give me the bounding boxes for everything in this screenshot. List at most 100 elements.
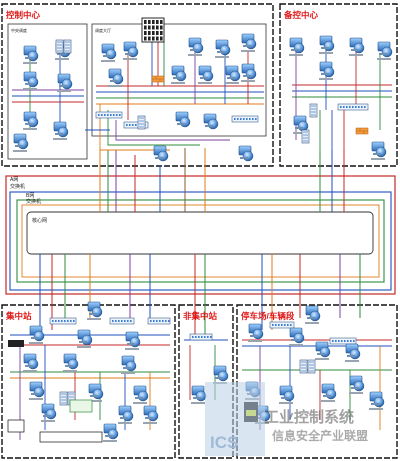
device-caption: [63, 370, 77, 372]
device-caption: [345, 360, 359, 362]
server-icon: [137, 115, 146, 130]
workstation-icon: [215, 39, 231, 56]
device-caption: [53, 138, 67, 140]
device-caption: [377, 58, 391, 60]
device-caption: [371, 158, 385, 160]
device-caption: [103, 440, 117, 442]
zone-backup-center: [279, 3, 398, 167]
workstation-icon: [63, 353, 79, 370]
cabinet-icon: [7, 419, 25, 433]
device-caption: [143, 422, 157, 424]
workstation-icon: [57, 73, 73, 90]
workstation-icon: [305, 305, 321, 322]
server-rack-icon: [141, 17, 165, 43]
server-icon: [307, 359, 316, 374]
sub-zone-label-central-dispatch: 中央调度: [11, 27, 27, 33]
workstation-icon: [108, 68, 124, 85]
b-net-label: B网: [26, 193, 34, 199]
device-caption: [188, 54, 202, 56]
server-icon: [55, 39, 64, 54]
device-caption: [55, 58, 69, 60]
workstation-icon: [225, 65, 241, 82]
a-net-sub-label: 交换机: [10, 183, 25, 190]
workstation-icon: [213, 365, 229, 382]
plc-icon: [8, 340, 24, 347]
device-caption: [23, 88, 37, 90]
server-icon: [59, 391, 68, 406]
workstation-icon: [203, 113, 219, 130]
device-caption: [23, 62, 37, 64]
device-caption: [87, 318, 101, 320]
zone-title-non-central-station: 非集中站: [183, 311, 218, 321]
switch-icon: [269, 321, 295, 329]
device-caption: [118, 422, 132, 424]
workstation-icon: [87, 301, 103, 318]
workstation-icon: [23, 353, 39, 370]
device-caption: [121, 372, 135, 374]
device-caption: [319, 52, 333, 54]
switch-icon: [189, 333, 213, 341]
switch-icon: [95, 111, 123, 119]
device-caption: [29, 398, 43, 400]
workstation-icon: [103, 423, 119, 440]
workstation-icon: [293, 115, 309, 132]
device-caption: [29, 342, 43, 344]
server-icon: [309, 103, 318, 118]
workstation-icon: [133, 385, 149, 402]
device-caption: [125, 348, 139, 350]
workstation-icon: [279, 385, 295, 402]
zone-title-depot: 停车场/车辆段: [241, 311, 295, 321]
workstation-icon: [198, 65, 214, 82]
watermark-line-1: 工业控制系统: [264, 408, 354, 426]
device-caption: [349, 54, 363, 56]
backbone-ring-orange: [21, 204, 380, 278]
io-rack-icon: [39, 431, 103, 443]
device-caption: [241, 80, 255, 82]
device-caption: [191, 402, 205, 404]
workstation-icon: [345, 343, 361, 360]
control-center-wiring: [12, 40, 264, 151]
device-caption: [289, 344, 303, 346]
device-caption: [133, 402, 147, 404]
workstation-icon: [371, 141, 387, 158]
workstation-icon: [123, 41, 139, 58]
switch-icon: [329, 337, 357, 345]
device-caption: [321, 400, 335, 402]
watermark: ICS 工业控制系统 信息安全产业联盟: [205, 382, 368, 456]
station-wiring: [10, 334, 392, 440]
zone-central-station: [1, 304, 176, 459]
workstation-icon: [377, 41, 393, 58]
workstation-icon: [171, 65, 187, 82]
trunk-lines-top: [99, 148, 345, 212]
server-icon: [299, 359, 308, 374]
device-caption: [319, 78, 333, 80]
backbone-ring-blue: [9, 191, 392, 291]
device-caption: [241, 50, 255, 52]
zone-control-center: [1, 3, 274, 167]
device-caption: [13, 150, 27, 152]
switch-icon: [231, 115, 259, 123]
device-caption: [215, 56, 229, 58]
workstation-icon: [23, 45, 39, 62]
workstation-icon: [41, 403, 57, 420]
device-caption: [289, 54, 303, 56]
device-caption: [108, 85, 122, 87]
device-caption: [369, 408, 383, 410]
workstation-icon: [125, 331, 141, 348]
workstation-icon: [118, 405, 134, 422]
workstation-icon: [241, 33, 257, 50]
switch-icon: [109, 317, 135, 325]
workstation-icon: [175, 111, 191, 128]
controller-icon: [69, 399, 93, 413]
switch-icon: [147, 317, 171, 325]
device-caption: [248, 340, 262, 342]
workstation-icon: [13, 133, 29, 150]
watermark-line-2: 信息安全产业联盟: [272, 428, 368, 443]
core-network-box: [26, 211, 374, 255]
device-caption: [198, 82, 212, 84]
device-caption: [23, 128, 37, 130]
firewall-icon: [355, 127, 369, 135]
workstation-icon: [315, 341, 331, 358]
sub-zone-label-dispatch-hall: 调度大厅: [95, 27, 111, 33]
workstation-icon: [143, 405, 159, 422]
